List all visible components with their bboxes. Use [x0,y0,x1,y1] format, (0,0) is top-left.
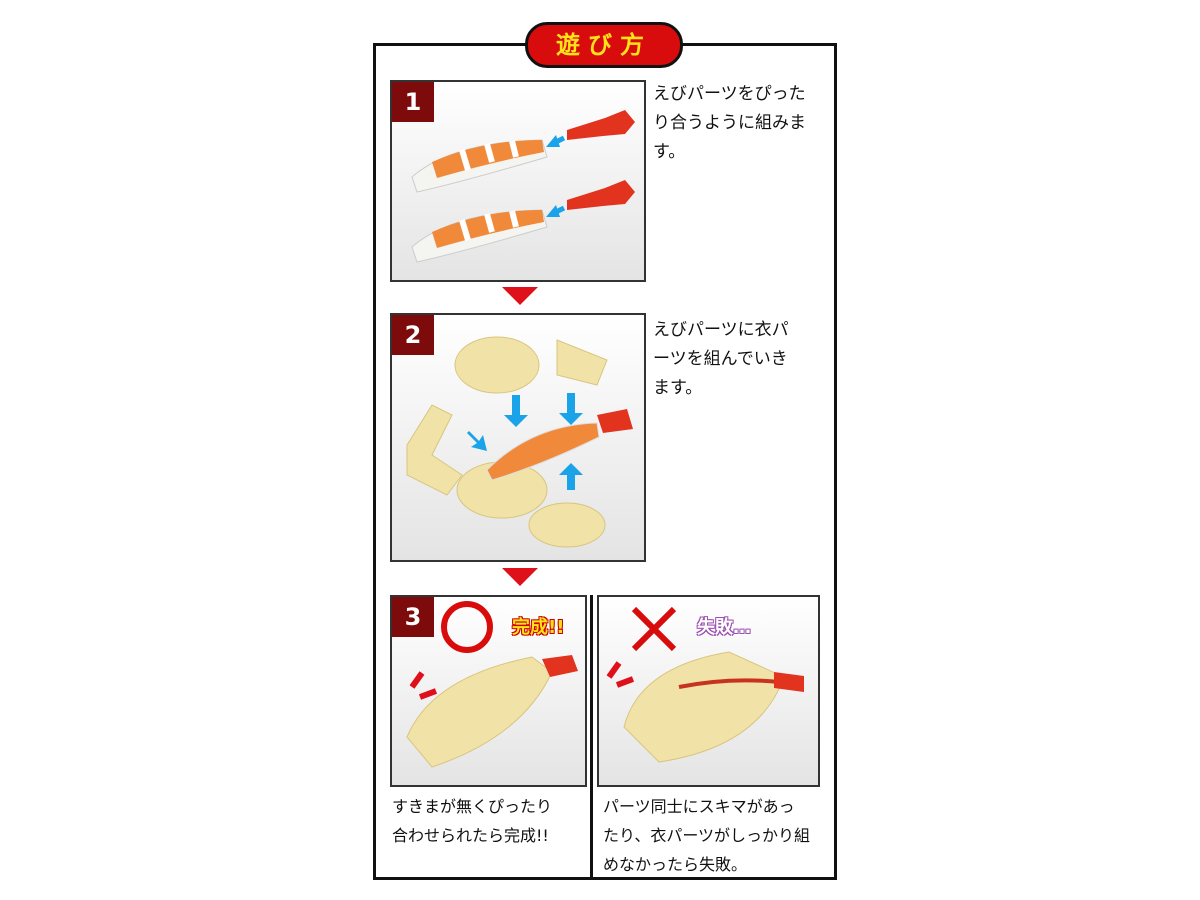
failure-description: パーツ同士にスキマがあっ たり、衣パーツがしっかり組 めなかったら失敗。 [603,792,810,879]
divider [590,595,593,877]
text-line: パーツ同士にスキマがあっ [603,797,795,816]
cross-ng-icon [631,606,677,652]
step-number: 2 [392,315,434,355]
text-line: めなかったら失敗。 [603,855,748,874]
step-number: 3 [392,597,434,637]
text-line: すきまが無くぴったり [392,797,553,816]
shrimp-parts-illustration [411,110,635,263]
success-description: すきまが無くぴったり 合わせられたら完成!! [392,792,552,850]
batter-parts-illustration [406,336,633,548]
text-line: ます。 [653,378,703,398]
circle-ok-icon [441,601,493,653]
text-line: ーツを組んでいき [653,349,788,369]
step-1-description: えびパーツをぴった り合うように組みま す。 [653,80,806,167]
step-1-panel: 1 [390,80,646,282]
text-line: たり、衣パーツがしっかり組 [603,826,811,845]
completed-tempura-illustration [406,601,578,768]
failure-panel: 失敗… [597,595,820,787]
success-label: 完成!! [512,617,565,638]
down-arrow-icon [502,568,538,586]
text-line: す。 [653,142,686,162]
success-panel: 3 完成!! [390,595,587,787]
step-2-panel: 2 [390,313,646,562]
page-title: 遊び方 [525,22,683,68]
text-line: えびパーツに衣パ [653,320,789,340]
failed-tempura-illustration [606,606,804,763]
text-line: えびパーツをぴった [653,84,806,104]
failure-label: 失敗… [697,617,751,638]
down-arrow-icon [502,287,538,305]
text-line: 合わせられたら完成!! [392,826,549,845]
text-line: り合うように組みま [653,113,806,133]
step-number: 1 [392,82,434,122]
step-2-description: えびパーツに衣パ ーツを組んでいき ます。 [653,316,789,403]
